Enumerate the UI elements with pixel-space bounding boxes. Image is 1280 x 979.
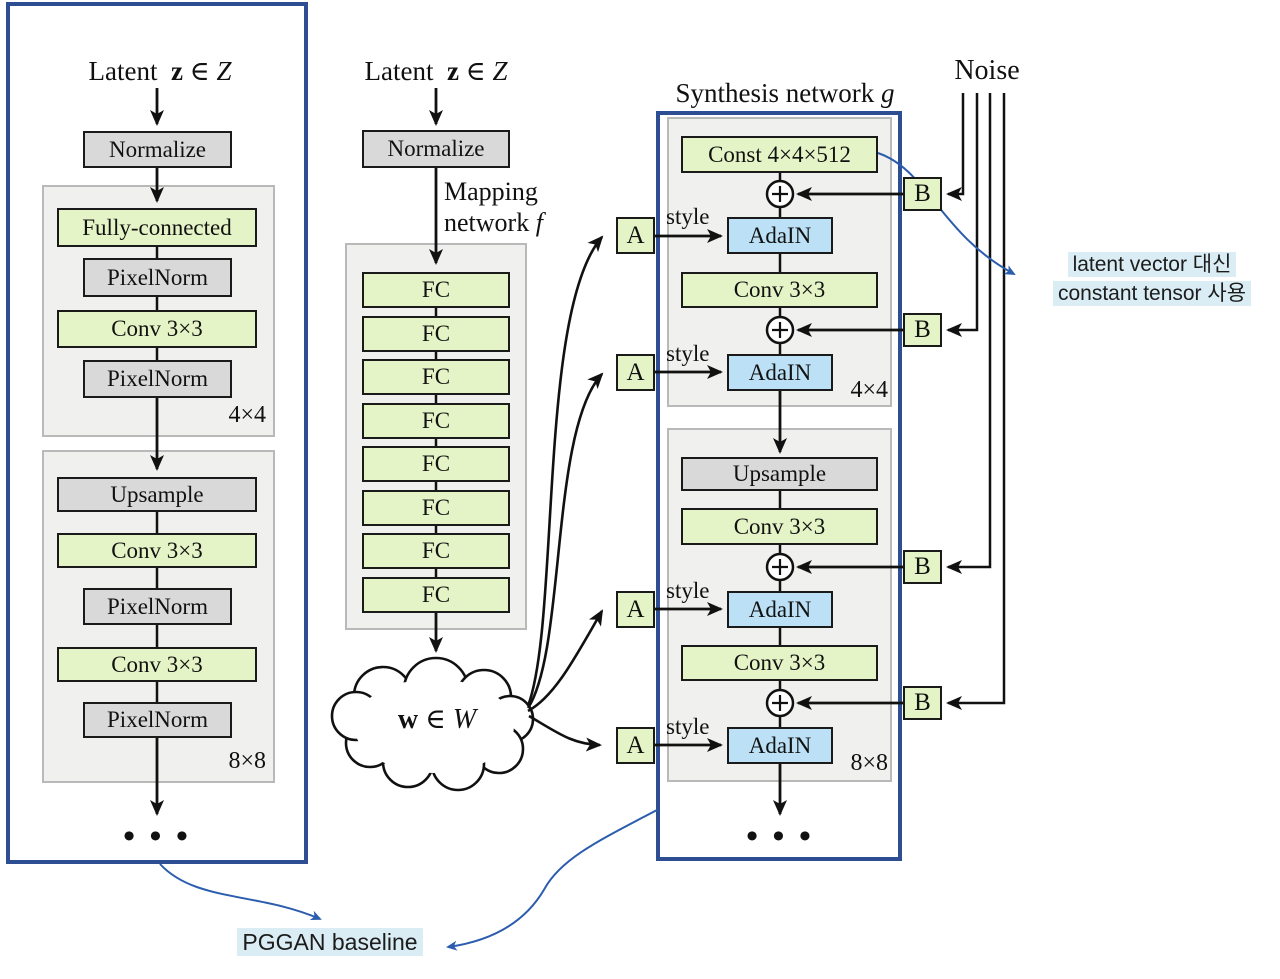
style-label: style <box>666 578 710 603</box>
left-upsample-box: Upsample <box>57 477 257 512</box>
adain-box: AdaIN <box>727 727 833 764</box>
w-var: w <box>397 704 419 735</box>
left-latent-elem: ∈ <box>189 56 210 86</box>
b-noise-box: B <box>903 686 942 720</box>
a-style-box: A <box>616 217 655 254</box>
add-noise-nodes <box>765 179 795 718</box>
left-pixelnorm-box: PixelNorm <box>83 258 232 297</box>
a-style-box: A <box>616 727 655 764</box>
mapping-label-line1: Mapping <box>444 177 538 206</box>
left-latent-label: Latent z ∈ Z <box>30 56 290 87</box>
fc-box: FC <box>362 403 510 439</box>
mapping-latent-elem: ∈ <box>465 56 486 86</box>
mapping-normalize-box: Normalize <box>362 130 510 168</box>
b-noise-box: B <box>903 550 942 584</box>
synthesis-title: Synthesis network g <box>640 78 930 109</box>
b-noise-box: B <box>903 177 942 211</box>
pggan-baseline-text: PGGAN baseline <box>237 928 423 956</box>
left-ellipsis: • • • <box>123 818 191 855</box>
fc-box: FC <box>362 577 510 613</box>
left-latent-prefix: Latent <box>88 56 158 86</box>
adain-box: AdaIN <box>727 354 833 391</box>
w-space-label: w ∈ W <box>367 702 507 736</box>
mapping-network-label: Mapping network f <box>444 176 543 238</box>
left-latent-set: Z <box>216 56 232 86</box>
const-input-box: Const 4×4×512 <box>681 136 878 173</box>
const-note-line1: latent vector 대신 <box>1067 252 1237 277</box>
left-conv-box: Conv 3×3 <box>57 647 257 682</box>
style-curves <box>526 235 604 752</box>
synthesis-conv-box: Conv 3×3 <box>681 645 878 681</box>
synthesis-title-text: Synthesis network <box>675 78 875 108</box>
left-conv-box: Conv 3×3 <box>57 310 257 348</box>
mapping-latent-set: Z <box>492 56 508 86</box>
left-pixelnorm-box: PixelNorm <box>83 588 232 625</box>
plain-connectors <box>155 173 782 727</box>
left-fully-connected-box: Fully-connected <box>57 208 257 247</box>
const-tensor-note: latent vector 대신 constant tensor 사용 <box>1026 250 1278 308</box>
synthesis-conv-box: Conv 3×3 <box>681 272 878 308</box>
synthesis-upsample-box: Upsample <box>681 457 878 491</box>
left-pixelnorm-box: PixelNorm <box>83 702 232 738</box>
const-note-line2: constant tensor 사용 <box>1052 281 1252 306</box>
synthesis-ellipsis: • • • <box>746 818 814 855</box>
fc-box: FC <box>362 446 510 482</box>
left-pixelnorm-box: PixelNorm <box>83 360 232 398</box>
left-4x4-label: 4×4 <box>228 402 266 428</box>
style-label: style <box>666 341 710 366</box>
traditional-generator-panel <box>6 2 308 864</box>
fc-box: FC <box>362 533 510 569</box>
w-set: W <box>452 704 477 735</box>
mapping-latent-prefix: Latent <box>364 56 434 86</box>
adain-box: AdaIN <box>727 591 833 628</box>
synthesis-8x8-label: 8×8 <box>850 750 888 776</box>
mapping-label-line2: network <box>444 208 530 237</box>
fc-box: FC <box>362 359 510 395</box>
left-latent-var: z <box>170 56 183 86</box>
mapping-latent-var: z <box>446 56 459 86</box>
mapping-latent-label: Latent z ∈ Z <box>320 56 552 87</box>
style-label: style <box>666 714 710 739</box>
w-elem: ∈ <box>425 704 446 735</box>
pggan-baseline-note: PGGAN baseline <box>230 928 430 957</box>
left-normalize-box: Normalize <box>83 131 232 168</box>
arrow-connectors <box>150 88 903 816</box>
b-noise-box: B <box>903 313 942 347</box>
style-label: style <box>666 204 710 229</box>
synthesis-network-panel <box>656 111 902 861</box>
adain-box: AdaIN <box>727 217 833 254</box>
fc-box: FC <box>362 490 510 526</box>
left-conv-box: Conv 3×3 <box>57 533 257 568</box>
synthesis-conv-box: Conv 3×3 <box>681 508 878 545</box>
mapping-label-var: f <box>535 208 543 237</box>
left-8x8-label: 8×8 <box>228 748 266 774</box>
a-style-box: A <box>616 354 655 391</box>
noise-label: Noise <box>954 55 1020 86</box>
annotation-arrows <box>159 152 1016 951</box>
fc-box: FC <box>362 272 510 308</box>
fc-box: FC <box>362 316 510 352</box>
noise-lines <box>946 93 1006 710</box>
synthesis-title-var: g <box>881 78 895 108</box>
a-style-box: A <box>616 591 655 628</box>
synthesis-4x4-label: 4×4 <box>850 377 888 403</box>
